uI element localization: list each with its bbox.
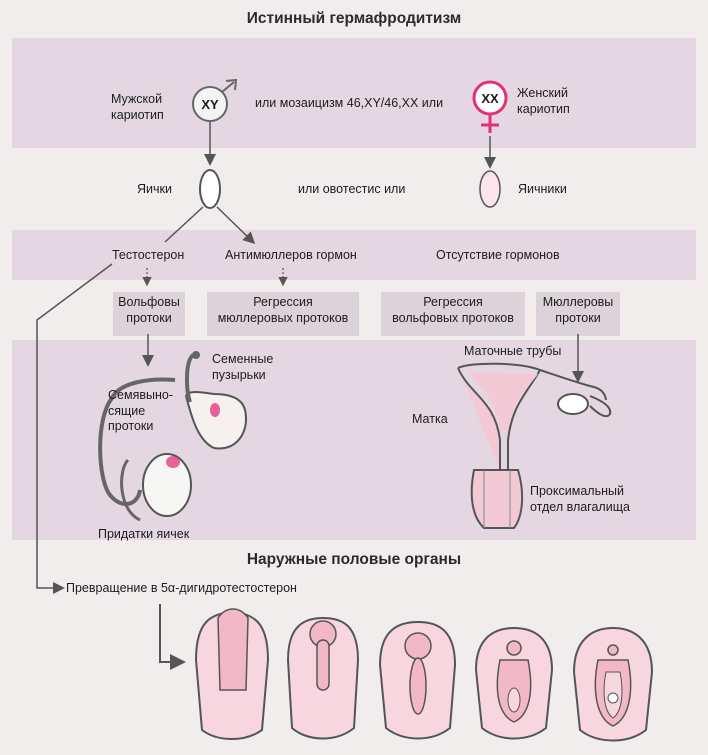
mullerian-regression-label: Регрессия мюллеровых протоков bbox=[217, 295, 349, 325]
wolffian-regression-label: Регрессия вольфовых протоков bbox=[392, 295, 514, 325]
mullerian-regression-box bbox=[207, 292, 359, 336]
hormone-band bbox=[12, 230, 696, 280]
arrow-conversion-to-external bbox=[159, 604, 186, 670]
female-karyotype-label: Женский кариотип bbox=[517, 86, 570, 116]
external-genitalia-stage-4 bbox=[474, 626, 554, 740]
branch-left bbox=[164, 206, 204, 243]
external-genitalia-stage-3 bbox=[378, 620, 457, 740]
proximal-vagina-label: Проксимальный отдел влагалища bbox=[530, 484, 630, 514]
external-organs-heading: Наружные половые органы bbox=[246, 551, 462, 568]
mullerian-ducts-label: Мюллеровы протоки bbox=[542, 295, 614, 325]
vas-deferens-label: Семявыно- сящие протоки bbox=[108, 388, 173, 434]
male-internal-organs-illustration bbox=[98, 351, 247, 522]
ovaries-label: Яичники bbox=[518, 182, 567, 196]
uterus-label: Матка bbox=[412, 412, 448, 426]
wolffian-regression-box bbox=[381, 292, 525, 336]
mullerian-label-box bbox=[536, 292, 620, 336]
epididymis-label: Придатки яичек bbox=[98, 527, 190, 541]
external-genitalia-stage-1 bbox=[194, 608, 270, 740]
no-hormones-label: Отсутствие гормонов bbox=[436, 248, 560, 262]
amh-label: Антимюллеров гормон bbox=[225, 248, 357, 262]
external-genitalia-stage-2 bbox=[286, 616, 360, 740]
seminal-vesicles-label: Семенные пузырьки bbox=[212, 352, 274, 382]
xy-symbol-text: XY bbox=[201, 97, 219, 112]
external-genitalia-stage-5 bbox=[572, 626, 654, 742]
testes-label: Яички bbox=[137, 182, 172, 196]
line-testosterone-to-conversion bbox=[36, 263, 113, 594]
ovary-shape bbox=[479, 170, 501, 208]
testosterone-label: Тестостерон bbox=[112, 248, 185, 262]
fallopian-tubes-label: Маточные трубы bbox=[464, 344, 562, 358]
wolffian-label-box bbox=[113, 292, 185, 336]
ovotestis-label: или овотестис или bbox=[298, 182, 406, 196]
mosaic-text: или мозаицизм 46,XY/46,XX или bbox=[255, 96, 444, 110]
karyotype-band bbox=[12, 38, 696, 148]
wolffian-ducts-label: Вольфовы протоки bbox=[118, 295, 180, 325]
conversion-label: Превращение в 5α-дигидротестостерон bbox=[66, 581, 297, 595]
male-karyotype-label: Мужской кариотип bbox=[111, 92, 164, 122]
diagram-title: Истинный гермафродитизм bbox=[246, 10, 462, 27]
testis-shape bbox=[199, 169, 221, 209]
xx-symbol-text: XX bbox=[481, 91, 499, 106]
female-symbol-icon bbox=[472, 80, 508, 133]
branch-right bbox=[216, 206, 256, 245]
female-internal-organs-illustration bbox=[457, 362, 612, 529]
male-symbol-icon bbox=[192, 78, 238, 122]
